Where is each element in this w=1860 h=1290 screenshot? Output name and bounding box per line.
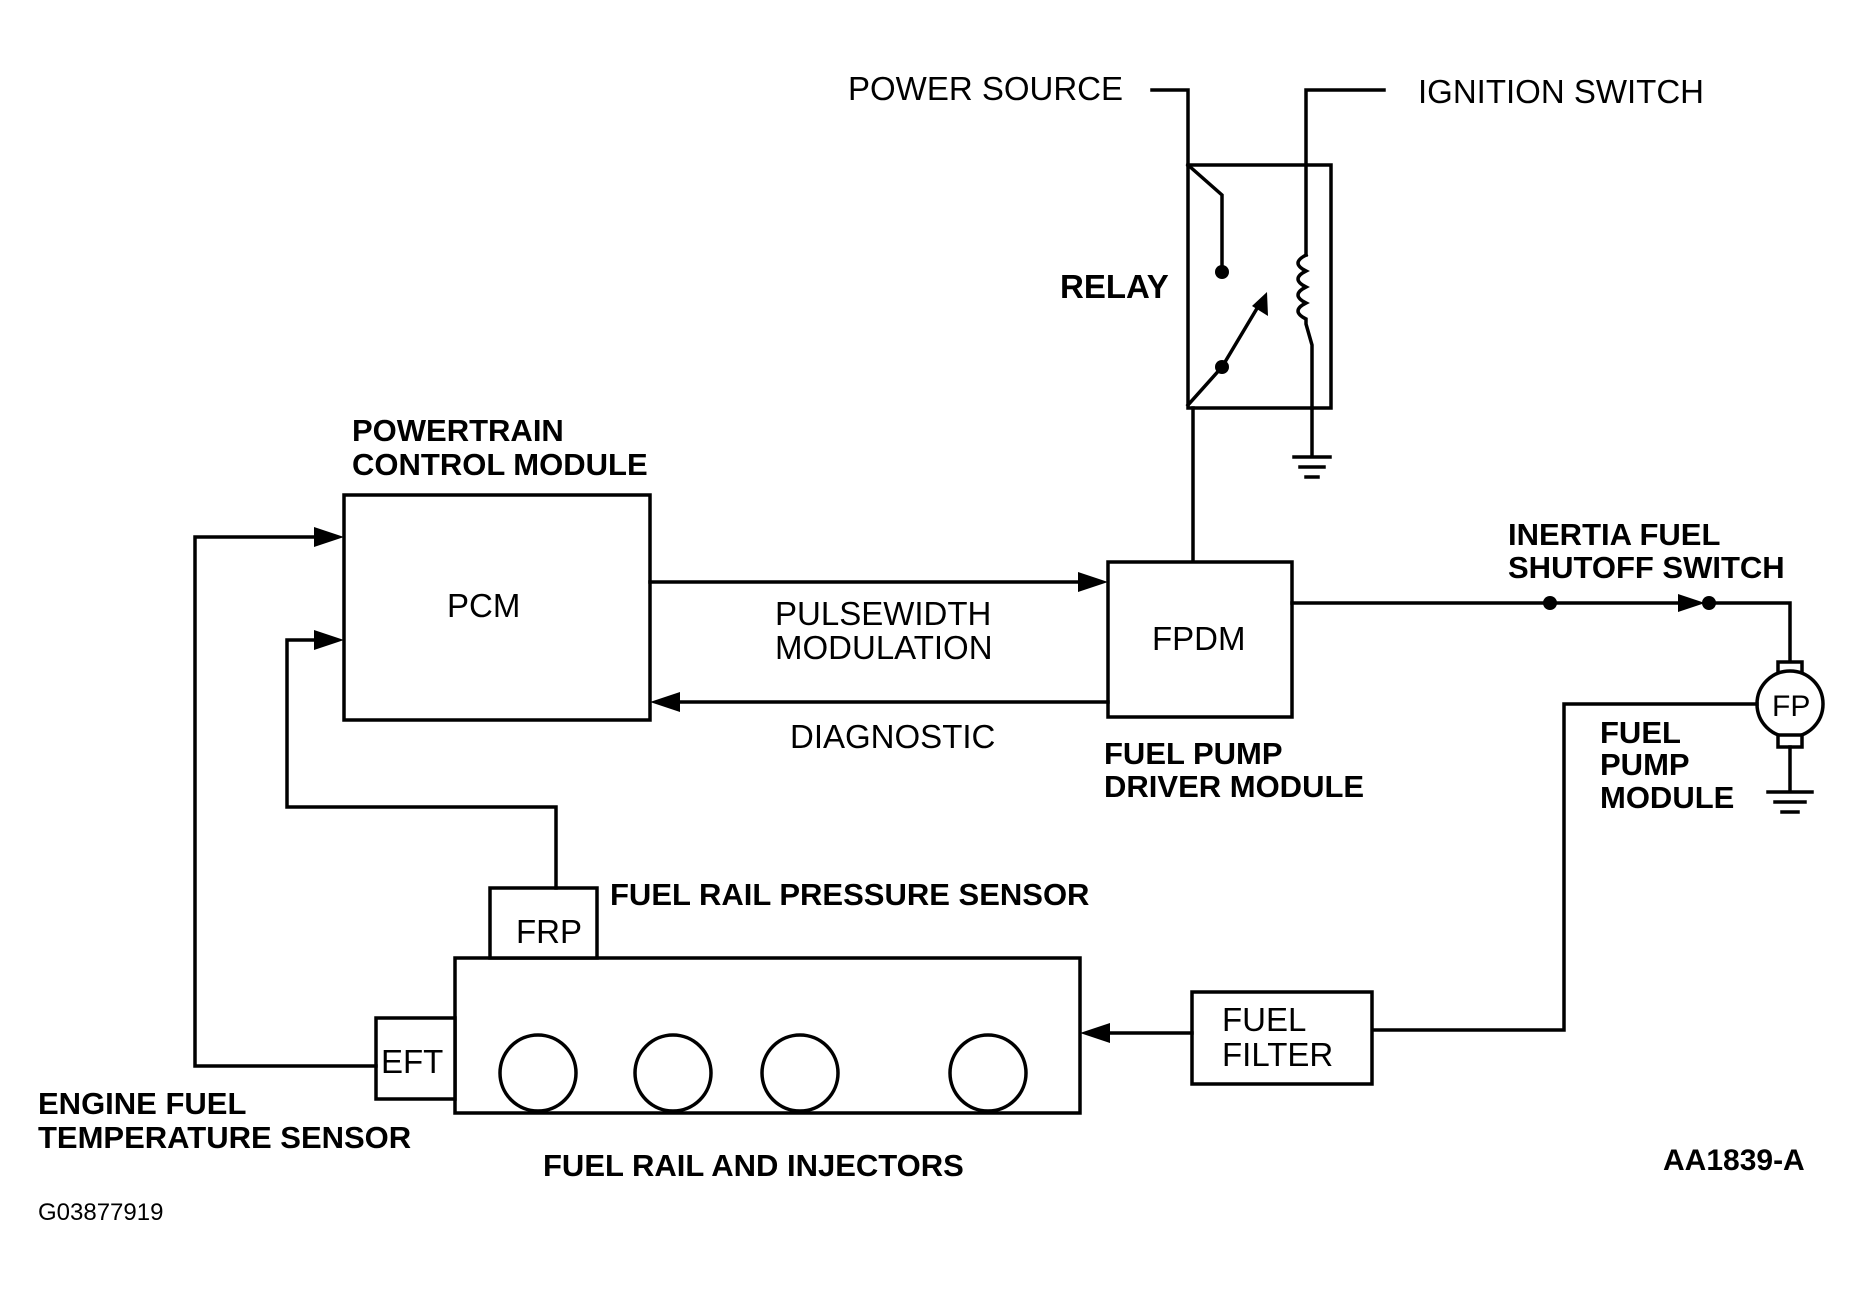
image-code: G03877919: [38, 1199, 163, 1226]
relay-coil: [1296, 252, 1314, 410]
pwm-label-line1: PULSEWIDTH: [775, 595, 991, 632]
fpdm-box: [1106, 560, 1294, 719]
inertia-label-line1: INERTIA FUEL: [1508, 517, 1720, 552]
pcm-title-line1: POWERTRAIN: [352, 413, 564, 448]
filter-label-line1: FUEL: [1222, 1001, 1306, 1038]
inertia-switch-arrowhead: [1678, 594, 1705, 612]
injector-3: [760, 1033, 840, 1113]
fp-module-label-line2: PUMP: [1600, 747, 1690, 782]
fp-label: FP: [1772, 690, 1810, 723]
frp-to-pcm-wire: [285, 638, 558, 890]
frp-box: [488, 886, 599, 960]
fpdm-title-line2: DRIVER MODULE: [1104, 769, 1364, 804]
figure-code: AA1839-A: [1663, 1144, 1805, 1177]
eft-title-line2: TEMPERATURE SENSOR: [38, 1120, 411, 1155]
filter-to-rail-arrowhead: [1080, 1023, 1110, 1043]
relay-contact-dot-upper: [1215, 265, 1229, 279]
fpdm-title-line1: FUEL PUMP: [1104, 736, 1283, 771]
power-source-wire: [1150, 88, 1190, 167]
relay-lower-diagonal: [1185, 364, 1225, 408]
fp-module-label-line1: FUEL: [1600, 715, 1681, 750]
inertia-label-line2: SHUTOFF SWITCH: [1508, 550, 1785, 585]
pwm-label-line2: MODULATION: [775, 629, 993, 666]
eft-box: [374, 1016, 457, 1101]
eft-label: EFT: [381, 1043, 443, 1080]
pwm-arrowhead: [1078, 572, 1108, 592]
injector-4: [948, 1033, 1028, 1113]
fuel-filter-box: [1190, 990, 1374, 1086]
fp-module-label-line3: MODULE: [1600, 780, 1734, 815]
fp-to-filter-wire: [1370, 702, 1759, 1032]
diagnostic-arrowhead: [650, 692, 680, 712]
relay: [1150, 88, 1386, 564]
relay-ground-icon: [1292, 406, 1332, 479]
rail-title: FUEL RAIL AND INJECTORS: [543, 1148, 964, 1183]
pcm-title-line2: CONTROL MODULE: [352, 447, 648, 482]
ignition-switch-label: IGNITION SWITCH: [1418, 73, 1704, 110]
frp-label: FRP: [516, 913, 582, 950]
relay-switch-arm: [1219, 297, 1265, 370]
power-source-label: POWER SOURCE: [848, 70, 1123, 107]
fuel-pump-motor: [1755, 660, 1825, 814]
injector-2: [633, 1033, 713, 1113]
ignition-switch-wire: [1304, 88, 1386, 257]
frp-title: FUEL RAIL PRESSURE SENSOR: [610, 877, 1089, 912]
relay-label: RELAY: [1060, 268, 1169, 305]
filter-label-line2: FILTER: [1222, 1036, 1333, 1073]
eft-to-pcm-arrowhead: [314, 527, 344, 547]
injector-1: [498, 1033, 578, 1113]
fpdm-label: FPDM: [1152, 620, 1246, 657]
relay-switch-arrow: [1252, 292, 1268, 316]
fuel-pump-ground-icon: [1766, 790, 1814, 814]
frp-to-pcm-arrowhead: [314, 630, 344, 650]
relay-box: [1186, 163, 1333, 410]
eft-to-pcm-wire: [193, 535, 378, 1068]
relay-contact-upper: [1185, 162, 1224, 274]
inertia-to-fp-wire: [1707, 601, 1792, 667]
diagnostic-label: DIAGNOSTIC: [790, 718, 995, 755]
eft-title-line1: ENGINE FUEL: [38, 1086, 246, 1121]
pcm-label: PCM: [447, 587, 520, 624]
pcm-box: [342, 493, 652, 722]
